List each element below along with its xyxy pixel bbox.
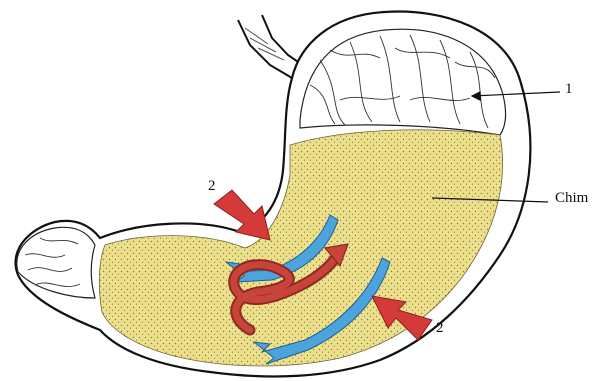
- label-2-top: 2: [208, 178, 216, 195]
- label-2-bottom: 2: [436, 320, 444, 337]
- label-1: 1: [565, 81, 573, 98]
- label-chim: Chim: [555, 190, 588, 207]
